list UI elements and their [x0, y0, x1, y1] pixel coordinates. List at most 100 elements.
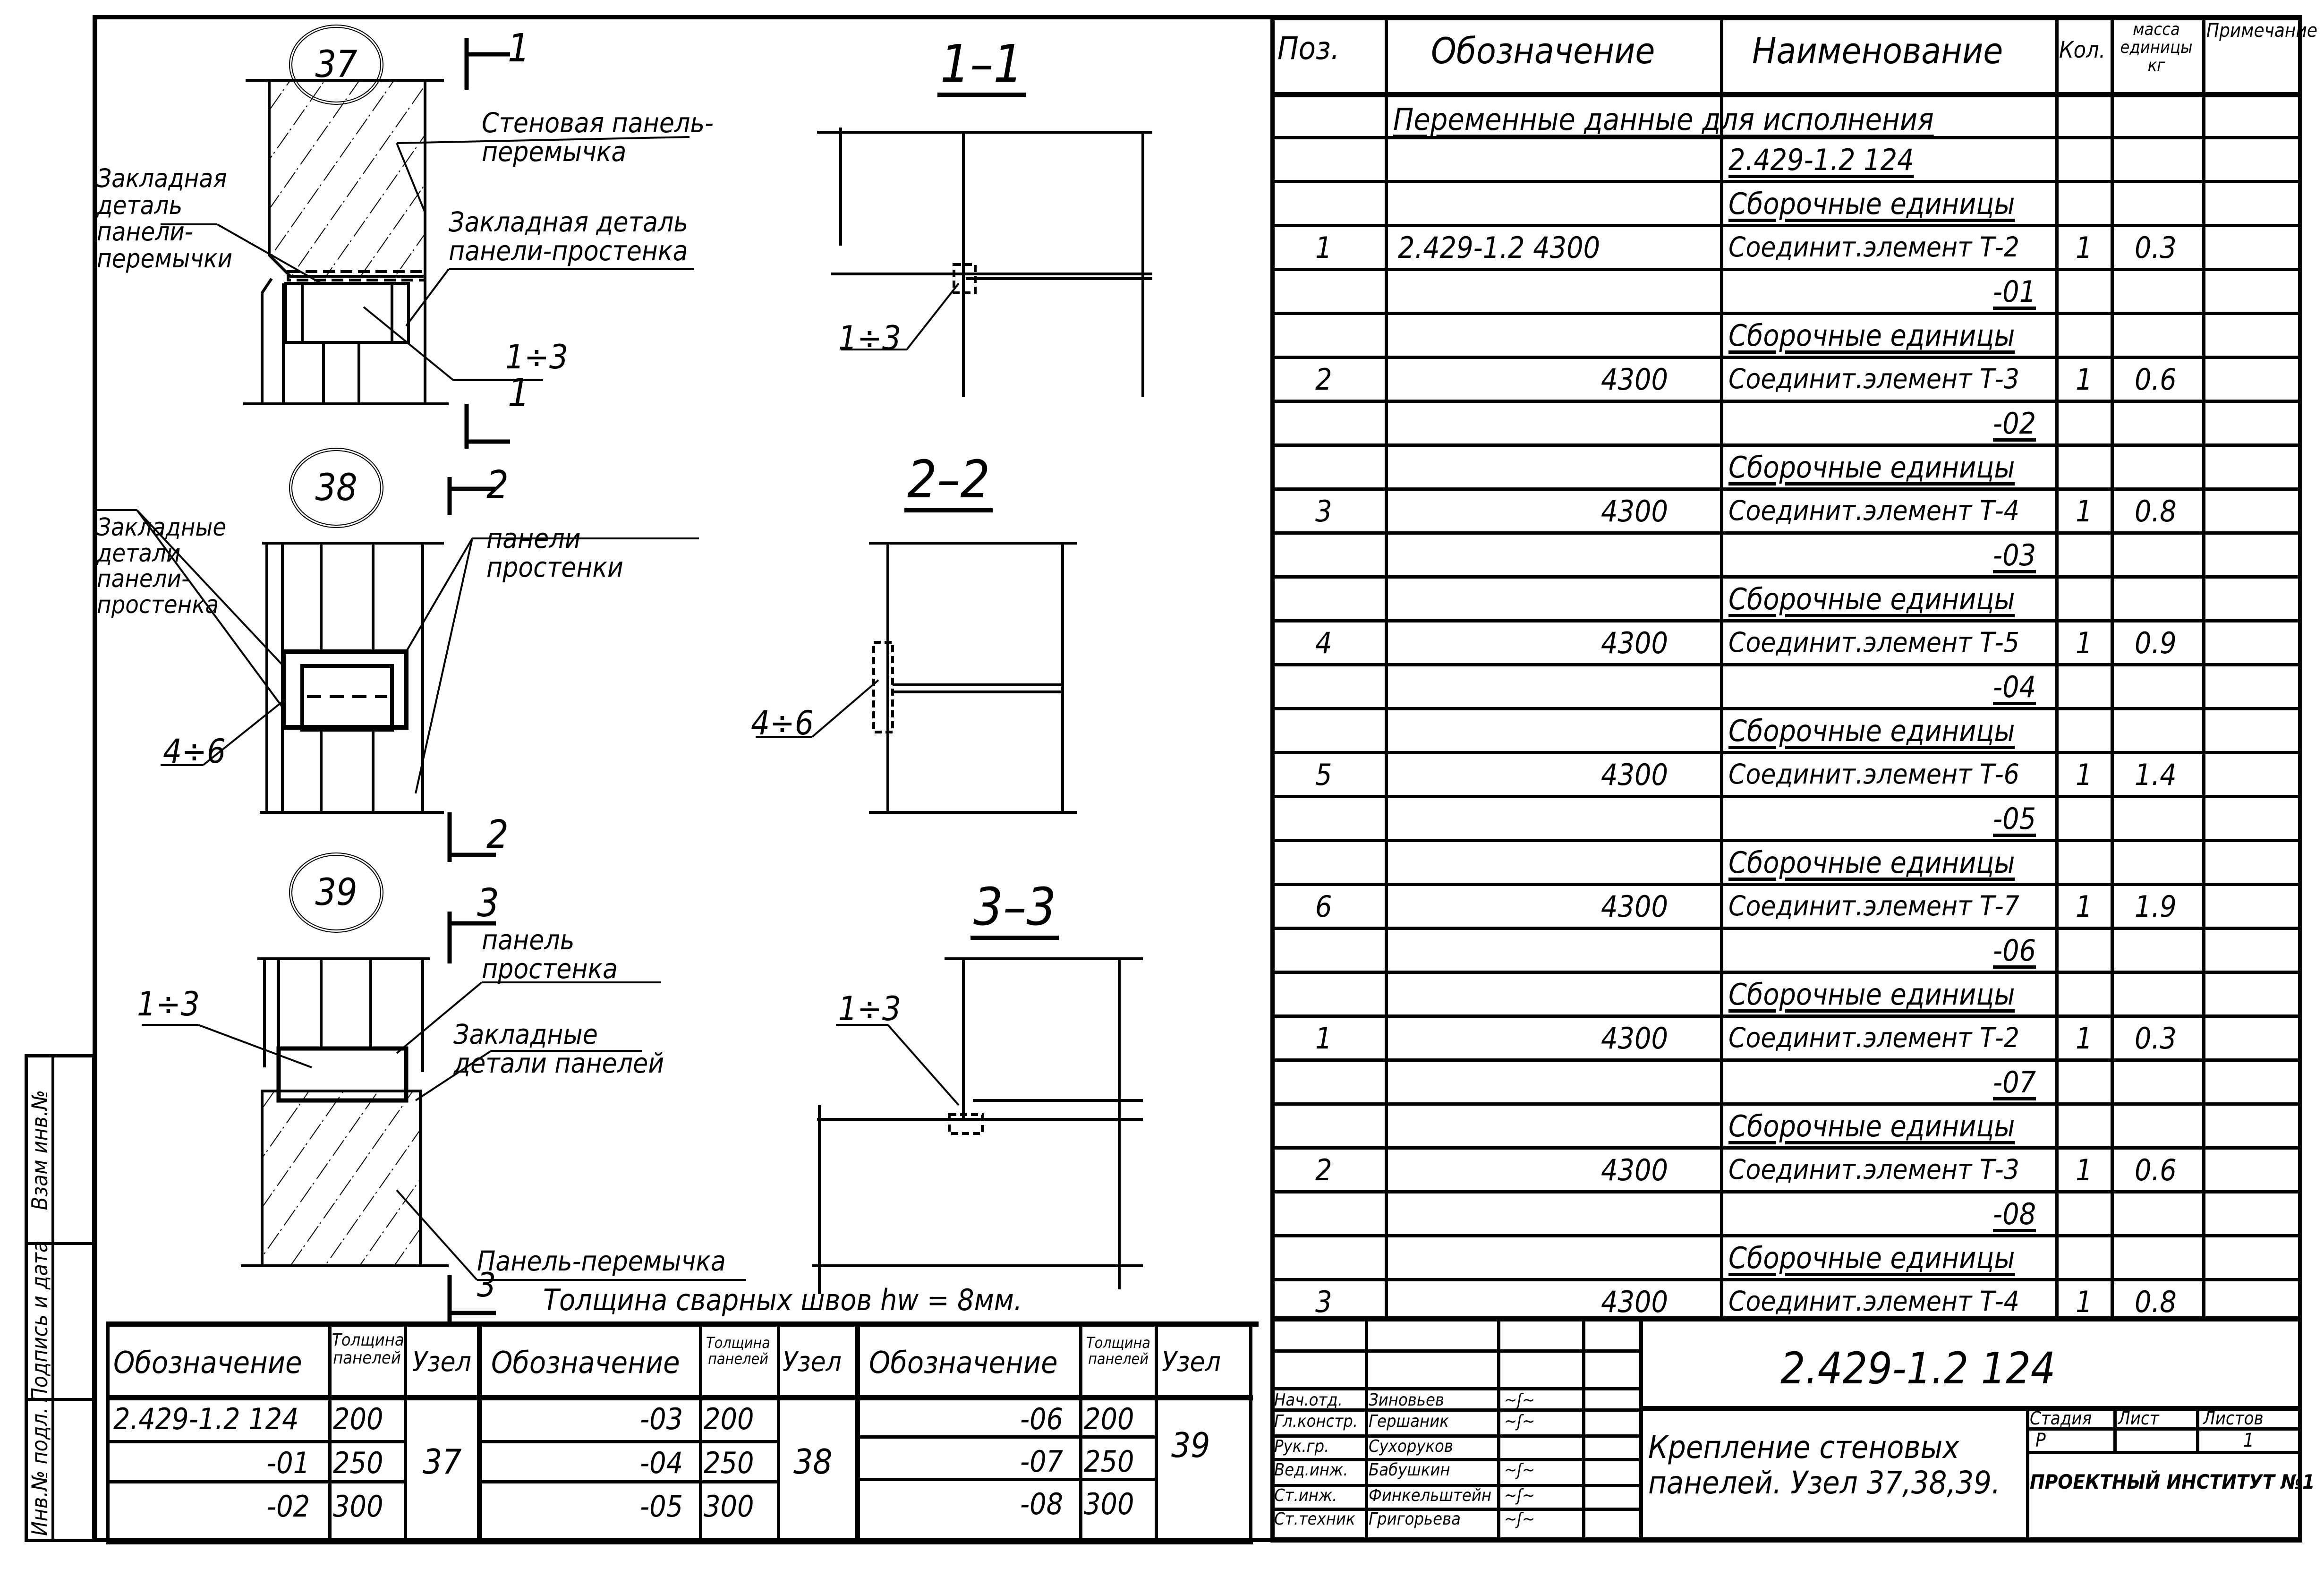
spec-row-divider: [1270, 400, 2302, 403]
spec-header-qty: Кол.: [2059, 37, 2106, 63]
spec-row-divider: [1270, 1278, 2302, 1281]
section-3-title: 3–3: [970, 881, 1059, 940]
spec-subtitle: Сборочные единицы: [1728, 1109, 2015, 1143]
variant-thickness: 300: [1084, 1487, 1134, 1521]
sheets-value: 1: [2243, 1430, 2254, 1451]
spec-name: Соединит.элемент Т-4: [1728, 494, 2019, 527]
node38-bubble: 38: [289, 448, 383, 528]
weld-note: Толщина сварных швов hw = 8мм.: [543, 1283, 1022, 1317]
spec-mass: 1.4: [2135, 758, 2177, 792]
spec-row-divider: [1270, 751, 2302, 754]
spec-designation: 4300: [1601, 626, 1668, 660]
spec-subtitle: Сборочные единицы: [1728, 450, 2015, 485]
spec-row-divider: [1270, 312, 2302, 315]
signature-name: Гершаник: [1369, 1412, 1449, 1431]
section2-pos-ref: 4÷6: [751, 704, 814, 742]
spec-variant: -08: [1993, 1197, 2036, 1231]
variant-thickness: 250: [1084, 1444, 1134, 1479]
variants-header-designation-1: Обозначение: [113, 1346, 302, 1381]
stamp-inv-replace: Взам инв.№: [27, 1057, 92, 1245]
node39-pos-ref: 1÷3: [137, 985, 200, 1023]
stamp-sign-date: Подпись и дата: [27, 1241, 92, 1402]
spec-name: Соединит.элемент Т-6: [1728, 758, 2019, 790]
spec-variant: -05: [1993, 801, 2036, 836]
spec-header-mass: масса единицы кг: [2120, 20, 2193, 75]
spec-pos: 3: [1315, 1285, 1332, 1319]
label-pier-panels: панели простенки: [486, 522, 623, 583]
spec-qty: 1: [2076, 1153, 2093, 1187]
section3-pos-ref: 1÷3: [838, 989, 901, 1028]
spec-subtitle: Сборочные единицы: [1728, 977, 2015, 1012]
spec-name: Соединит.элемент Т-7: [1728, 890, 2019, 922]
spec-mass: 0.3: [2135, 230, 2177, 265]
spec-pos: 6: [1315, 889, 1332, 924]
spec-row-divider: [1270, 619, 2302, 622]
spec-row-divider: [1270, 224, 2302, 227]
spec-qty: 1: [2076, 626, 2093, 660]
signature-role: Ст.техник: [1274, 1509, 1355, 1529]
signature-scribble: ~ʃ~: [1504, 1460, 1535, 1480]
spec-section-title: Переменные данные для исполнения: [1393, 102, 1934, 137]
signature-scribble: ~ʃ~: [1504, 1412, 1535, 1431]
spec-table: Поз. Обозначение Наименование Кол. масса…: [1270, 15, 2317, 1319]
cut-mark-3-top: 3: [477, 881, 499, 926]
spec-mass: 0.6: [2135, 1153, 2177, 1187]
spec-mass: 1.9: [2135, 889, 2177, 924]
spec-row-divider: [1270, 707, 2302, 710]
signature-name: Зиновьев: [1369, 1390, 1444, 1410]
spec-variant: -07: [1993, 1065, 2036, 1100]
stamp-inv-orig: Инв.№ подл.: [27, 1401, 92, 1542]
spec-mass: 0.9: [2135, 626, 2177, 660]
spec-header-designation: Обозначение: [1431, 30, 1655, 72]
node38-pos-ref: 4÷6: [163, 732, 226, 771]
variants-header-node-1: Узел: [412, 1346, 472, 1378]
variant-thickness: 300: [333, 1489, 383, 1524]
spec-row-divider: [1270, 575, 2302, 579]
variant-designation: -03: [640, 1402, 683, 1436]
variant-thickness: 300: [704, 1489, 754, 1524]
spec-pos: 5: [1315, 758, 1332, 792]
spec-pos: 3: [1315, 494, 1332, 529]
spec-pos: 1: [1315, 1021, 1332, 1056]
cut-mark-2-bottom: 2: [486, 812, 509, 857]
variants-header-designation-2: Обозначение: [491, 1346, 680, 1381]
spec-row-divider: [1270, 487, 2302, 491]
spec-row-divider: [1270, 1146, 2302, 1150]
variants-header-thickness-2: Толщина панелей: [706, 1334, 770, 1368]
spec-row-divider: [1270, 1234, 2302, 1237]
section1-geometry: [817, 128, 1152, 397]
label-pier-panel: панель простенка: [482, 924, 618, 985]
label-embeds-pier: Закладные детали панели-простенка: [97, 513, 227, 619]
variant-designation: -02: [267, 1489, 310, 1524]
spec-qty: 1: [2076, 362, 2093, 397]
variant-node: 37: [423, 1442, 462, 1482]
spec-row-divider: [1270, 1102, 2302, 1106]
section1-pos-ref: 1÷3: [838, 319, 901, 358]
spec-name: Соединит.элемент Т-3: [1728, 363, 2019, 395]
variants-header-thickness-3: Толщина панелей: [1086, 1334, 1150, 1368]
spec-pos: 1: [1315, 230, 1332, 265]
spec-mass: 0.8: [2135, 494, 2177, 529]
spec-row-divider: [1270, 663, 2302, 666]
spec-designation: 4300: [1601, 1021, 1668, 1056]
signature-role: Вед.инж.: [1274, 1460, 1348, 1480]
spec-name: Соединит.элемент Т-2: [1728, 1022, 2019, 1054]
node37-bubble: 37: [289, 25, 383, 105]
sheet-header: Лист: [2118, 1408, 2159, 1429]
spec-header-name: Наименование: [1752, 30, 2003, 72]
document-code: 2.429-1.2 124: [1780, 1343, 2056, 1394]
variant-thickness: 200: [704, 1402, 754, 1436]
spec-mass: 0.6: [2135, 362, 2177, 397]
spec-subtitle: 2.429-1.2 124: [1728, 143, 1914, 177]
spec-pos: 4: [1315, 626, 1332, 660]
signature-scribble: ~ʃ~: [1504, 1509, 1535, 1529]
spec-name: Соединит.элемент Т-5: [1728, 626, 2019, 658]
spec-subtitle: Сборочные единицы: [1728, 318, 2015, 353]
spec-designation: 2.429-1.2 4300: [1398, 230, 1600, 265]
spec-header-pos: Поз.: [1277, 30, 1340, 67]
variants-header-thickness-1: Толщина панелей: [332, 1330, 404, 1368]
spec-subtitle: Сборочные единицы: [1728, 582, 2015, 616]
variant-designation: -01: [267, 1446, 310, 1480]
node39-geometry: [142, 912, 746, 1322]
variant-thickness: 200: [1084, 1402, 1134, 1436]
